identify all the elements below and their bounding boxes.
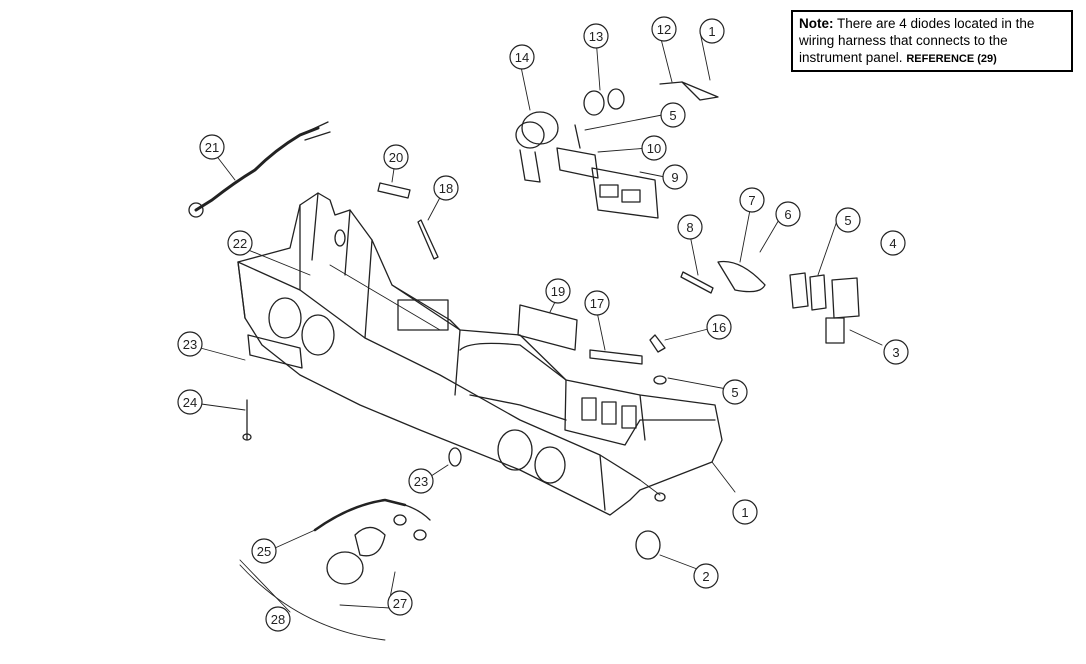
svg-text:20: 20 <box>389 150 403 165</box>
svg-text:13: 13 <box>589 29 603 44</box>
svg-text:5: 5 <box>731 385 738 400</box>
callout-8: 8 <box>677 214 703 240</box>
callout-7: 7 <box>739 187 765 213</box>
svg-text:5: 5 <box>669 108 676 123</box>
svg-text:9: 9 <box>671 170 678 185</box>
svg-text:12: 12 <box>657 22 671 37</box>
callout-14: 14 <box>509 44 535 70</box>
decal-23 <box>247 334 303 369</box>
console-body <box>237 192 723 516</box>
gauge-14 <box>515 111 559 183</box>
callout-1-body: 1 <box>732 499 758 525</box>
svg-text:17: 17 <box>590 296 604 311</box>
callout-5c: 5 <box>722 379 748 405</box>
svg-text:5: 5 <box>844 213 851 228</box>
svg-text:14: 14 <box>515 50 529 65</box>
callout-18: 18 <box>433 175 459 201</box>
decal-18 <box>417 219 439 260</box>
svg-text:23: 23 <box>414 474 428 489</box>
svg-text:4: 4 <box>889 236 896 251</box>
callout-13: 13 <box>583 23 609 49</box>
svg-text:27: 27 <box>393 596 407 611</box>
svg-text:1: 1 <box>708 24 715 39</box>
callout-21: 21 <box>199 134 225 160</box>
callout-5b: 5 <box>835 207 861 233</box>
note-label: Note: <box>799 16 834 31</box>
svg-text:24: 24 <box>183 395 197 410</box>
leader-lines <box>192 31 883 641</box>
callout-4: 4 <box>880 230 906 256</box>
svg-text:10: 10 <box>647 141 661 156</box>
svg-text:7: 7 <box>748 193 755 208</box>
callout-5a: 5 <box>660 102 686 128</box>
svg-text:28: 28 <box>271 612 285 627</box>
callout-1: 1 <box>699 18 725 44</box>
svg-text:16: 16 <box>712 320 726 335</box>
svg-text:1: 1 <box>741 505 748 520</box>
callout-23a: 23 <box>177 331 203 357</box>
note-reference: REFERENCE (29) <box>906 53 997 65</box>
callout-20: 20 <box>383 144 409 170</box>
note-text: There are 4 diodes located in the wiring… <box>799 16 1035 65</box>
svg-text:19: 19 <box>551 284 565 299</box>
callout-22: 22 <box>227 230 253 256</box>
decal-8 <box>680 271 714 294</box>
callout-9: 9 <box>662 164 688 190</box>
callout-19: 19 <box>545 278 571 304</box>
svg-text:6: 6 <box>784 207 791 222</box>
callout-6: 6 <box>775 201 801 227</box>
svg-text:3: 3 <box>892 345 899 360</box>
callout-27: 27 <box>387 590 413 616</box>
switch-assembly-3 <box>789 272 860 344</box>
decal-20 <box>377 182 411 199</box>
callout-3: 3 <box>883 339 909 365</box>
callout-2: 2 <box>693 563 719 589</box>
diode-note-box: Note: There are 4 diodes located in the … <box>791 10 1073 72</box>
callout-23b: 23 <box>408 468 434 494</box>
svg-text:8: 8 <box>686 220 693 235</box>
decal-17 <box>589 349 643 365</box>
callout-10: 10 <box>641 135 667 161</box>
callout-28: 28 <box>265 606 291 632</box>
callout-12: 12 <box>651 16 677 42</box>
callout-25: 25 <box>251 538 277 564</box>
svg-text:21: 21 <box>205 140 219 155</box>
callout-16: 16 <box>706 314 732 340</box>
harness-21 <box>194 126 320 212</box>
svg-text:22: 22 <box>233 236 247 251</box>
decal-19 <box>517 304 578 351</box>
callout-17: 17 <box>584 290 610 316</box>
svg-text:2: 2 <box>702 569 709 584</box>
svg-text:25: 25 <box>257 544 271 559</box>
callout-24: 24 <box>177 389 203 415</box>
svg-text:18: 18 <box>439 181 453 196</box>
callouts: 1 2 3 4 5 5 5 6 7 8 9 10 12 13 14 16 17 … <box>177 16 909 632</box>
svg-text:23: 23 <box>183 337 197 352</box>
